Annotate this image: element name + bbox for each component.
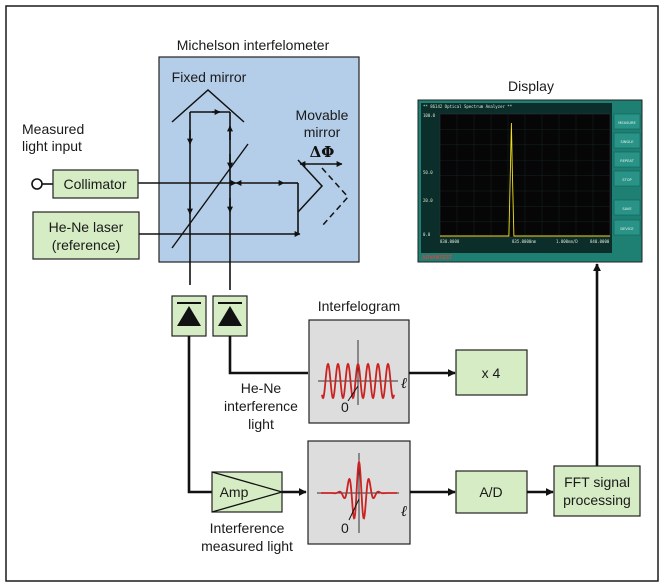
meas-light-label-2: measured light [201,538,293,554]
x4-block [455,349,528,396]
display-side-button-label: SINGLE [620,140,634,144]
display-x-label-0: 830.0000 [440,239,460,244]
laser-block [32,211,140,260]
interferometer-title: Michelson interfelometer [177,37,330,53]
fixed-mirror [171,88,245,123]
display-side-button [613,113,641,130]
hene-light-label-2: interference [224,398,298,414]
amp-label: Amp [220,484,249,500]
display-x-label-2: 1.000nm/D [556,239,578,244]
hene-zero-label: 0 [341,399,349,415]
hene-waveform [321,362,395,400]
movable-mirror-label-1: Movable [296,107,349,123]
hene-zero-pointer [347,385,359,402]
hene-light-label-3: light [248,416,274,432]
input-port [31,178,43,190]
display-header: ** 86142 Optical Spectrum Analyzer ** [423,104,513,109]
hene-light-label-1: He-Ne [241,380,282,396]
delta-phi-label: ΔΦ [310,143,335,161]
display-side-buttons: MEASURE SINGLE REPEAT STOP SAVE DEVICE [613,113,641,236]
display-grid [440,114,610,237]
interferogram-title: Interfelogram [318,298,400,314]
amp-block [211,471,283,513]
display-side-button [613,132,641,149]
collimator-block [52,169,139,199]
display-y-label-3: 0.0 [423,232,431,237]
display-side-button-label: MEASURE [618,121,636,125]
display-brand: ADVANTEST [422,255,452,261]
display-side-button [613,199,641,216]
meas-light-label-1: Interference [210,520,285,536]
laser-label-2: (reference) [52,237,120,253]
meas-zero-pointer [348,498,360,521]
display-side-button [613,170,641,187]
fixed-mirror-label: Fixed mirror [172,69,247,85]
x4-label: x 4 [482,365,501,381]
display-side-button-label: REPEAT [620,159,634,163]
display-y-label-2: 20.0 [423,198,433,203]
beam-splitter [171,143,249,249]
fft-label-1: FFT signal [564,474,630,490]
movable-mirror-label-2: mirror [304,124,341,140]
hene-signal-wire [228,336,308,375]
ad-label: A/D [479,484,502,500]
display-side-button [613,151,641,168]
spectrum-display: ** 86142 Optical Spectrum Analyzer ** 10… [417,99,643,263]
measured-signal-wire [187,336,212,494]
photodetector-hene [212,295,248,337]
meas-axis-symbol: ℓ [401,502,407,520]
display-side-button-label: STOP [622,178,632,182]
fft-block [553,465,641,517]
display-x-label-1: 835.0000nm [512,239,537,244]
display-y-label-0: 100.0 [423,113,436,118]
movable-mirror [297,159,350,227]
interferometer-box [158,56,360,263]
display-side-button-label: SAVE [622,207,632,211]
measured-light-label-1: Measured [22,121,84,137]
photodetector-measured [171,295,207,337]
display-y-label-1: 50.0 [423,170,433,175]
hene-axis-symbol: ℓ [401,374,407,392]
measured-waveform [321,459,397,520]
display-trace [440,122,610,237]
display-side-button [613,219,641,236]
measured-light-label-2: light input [22,138,82,154]
collimator-label: Collimator [63,176,126,192]
meas-zero-label: 0 [341,520,349,536]
fft-label-2: processing [563,492,631,508]
internal-beams [138,109,301,290]
display-title: Display [508,78,554,94]
laser-label-1: He-Ne laser [49,219,124,235]
display-x-label-3: 840.0000 [590,239,610,244]
display-side-button-label: DEVICE [620,227,634,231]
